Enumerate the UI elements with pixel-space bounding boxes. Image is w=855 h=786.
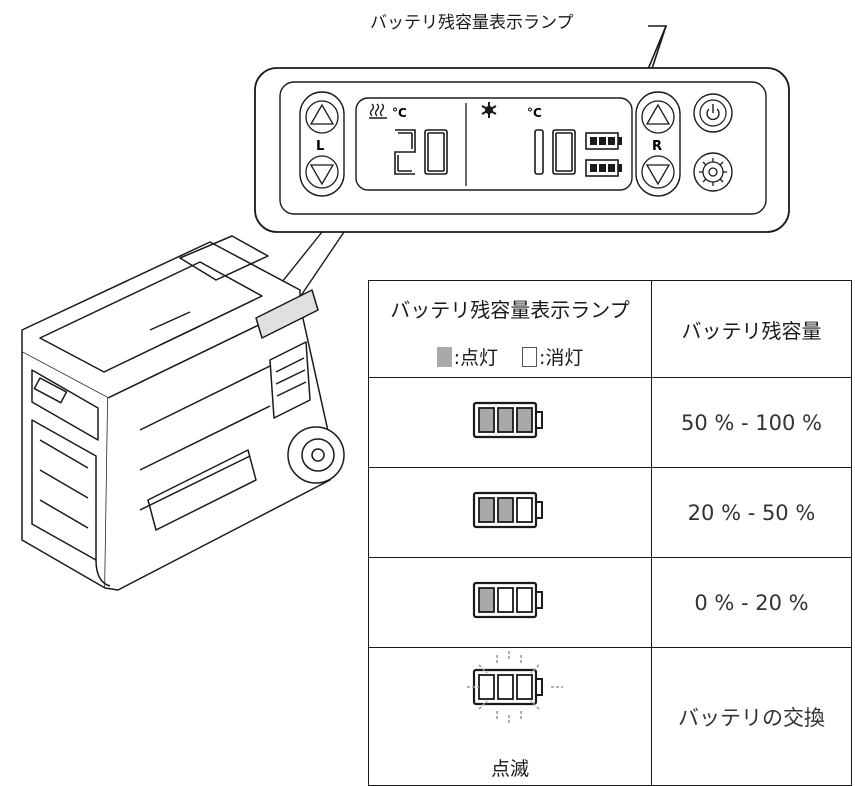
cooler-box-illustration xyxy=(21,235,345,591)
right-button-letter: R xyxy=(652,139,662,154)
battery-lamp-callout: バッテリ残容量表示ランプ xyxy=(370,13,574,33)
lit-label: :点灯 xyxy=(453,346,498,369)
right-temp-digits xyxy=(534,129,576,175)
right-unit-label: °C xyxy=(527,106,542,120)
left-zone-button[interactable]: L xyxy=(299,91,345,197)
battery-indicator-bottom xyxy=(585,159,622,177)
off-label: :消灯 xyxy=(539,346,584,369)
battery-indicator-top xyxy=(585,132,622,150)
legend-row-icon xyxy=(368,557,652,648)
lit-swatch xyxy=(436,346,452,367)
legend-row-icon xyxy=(368,467,652,558)
left-temp-digits xyxy=(394,129,448,175)
settings-button[interactable] xyxy=(693,152,733,192)
left-button-letter: L xyxy=(316,139,324,154)
battery-legend-table: バッテリ残容量表示ランプ バッテリ残容量 :点灯 :消灯 50 % - 100 %… xyxy=(368,280,852,786)
legend-row-value: バッテリの交換 xyxy=(651,647,852,786)
blink-label: 点滅 xyxy=(490,758,529,780)
power-button[interactable] xyxy=(693,93,733,133)
legend-key: :点灯 :消灯 xyxy=(368,335,652,378)
legend-row-value: 20 % - 50 % xyxy=(651,467,852,558)
legend-header-lamp: バッテリ残容量表示ランプ xyxy=(368,280,652,335)
legend-row-icon: 点滅 xyxy=(368,647,652,786)
snowflake-icon xyxy=(481,102,497,118)
legend-header-capacity: バッテリ残容量 xyxy=(651,280,852,378)
power-icon xyxy=(706,104,720,121)
left-unit-label: °C xyxy=(392,106,407,120)
legend-row-value: 50 % - 100 % xyxy=(651,377,852,468)
legend-row-icon xyxy=(368,377,652,468)
right-zone-button[interactable]: R xyxy=(635,91,681,197)
gear-icon xyxy=(699,158,727,186)
off-swatch xyxy=(522,346,537,367)
legend-row-value: 0 % - 20 % xyxy=(651,557,852,648)
lcd-display: °C °C xyxy=(355,97,633,191)
heat-icon xyxy=(369,103,387,119)
